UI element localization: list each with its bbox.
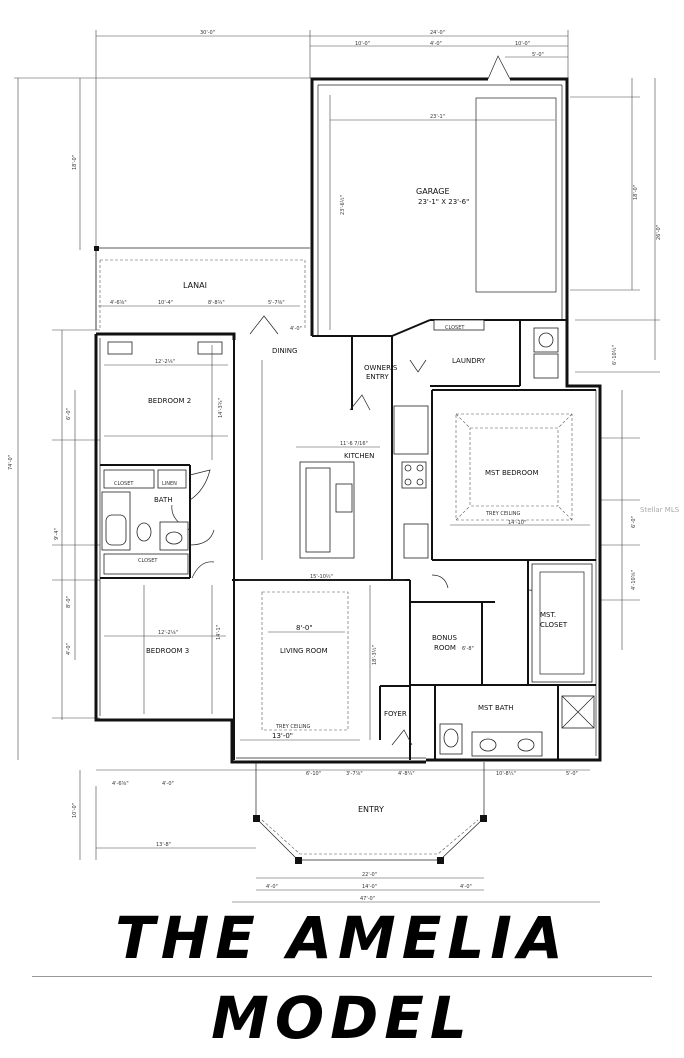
closet1-label: CLOSET: [114, 481, 134, 487]
dim-bottom-a: 4'-6⅝": [112, 781, 129, 787]
watermark: Stellar MLS: [640, 506, 680, 514]
owners-entry-label-2: ENTRY: [366, 373, 389, 381]
dim-entry-mid: 14'-0": [362, 884, 377, 890]
dining-kitchen: DINING 11'-6 7/16" KITCHEN OWNER'S ENTRY…: [261, 327, 559, 560]
dim-kitchen-w: 11'-6 7/16": [340, 441, 368, 447]
dim-bottom-c: 6'-10": [306, 771, 321, 777]
side-dimensions: 74'-0" 18'-0" 26'-0" 18'-0" 6'-10½" 4'-1…: [8, 77, 662, 760]
lanai-label: LANAI: [183, 281, 207, 290]
dim-right-a: 6'-10½": [611, 345, 618, 365]
dim-top-right: 24'-0": [430, 30, 445, 36]
mst-bedroom-label: MST BEDROOM: [485, 469, 539, 477]
house-outline: [94, 320, 602, 764]
dim-bottom-f: 10'-8¼": [496, 771, 516, 777]
dim-garage-h: 23'-6½": [339, 195, 346, 215]
dim-garage-w: 23'-1": [430, 114, 445, 120]
dim-left-a: 9'-4": [54, 528, 60, 540]
floor-plan: 30'-0" 24'-0" 10'-0" 4'-0" 10'-0" 5'-0" …: [8, 30, 680, 903]
dim-entry-l: 4'-0": [266, 884, 278, 890]
foyer-label: FOYER: [384, 710, 407, 718]
dim-top-d: 5'-0": [532, 52, 544, 58]
title-divider: [32, 976, 652, 977]
garage-label: GARAGE: [416, 187, 450, 196]
bedroom2-label: BEDROOM 2: [148, 397, 191, 405]
kitchen-label: KITCHEN: [344, 452, 374, 460]
living-room-label: LIVING ROOM: [280, 647, 328, 655]
dim-living-w: 8'-0": [296, 624, 313, 632]
dim-living-top: 15'-10½": [310, 573, 333, 580]
top-dimensions: 30'-0" 24'-0" 10'-0" 4'-0" 10'-0" 5'-0": [95, 30, 569, 330]
owners-entry-label-1: OWNER'S: [364, 364, 398, 372]
dim-bonus-w: 6'-8": [462, 646, 474, 652]
bedroom-3: 12'-2⅛" 14'-1" BEDROOM 3: [104, 585, 226, 714]
mst-closet-label-1: MST.: [540, 611, 556, 619]
dim-right-b: 4'-10⅝": [631, 570, 637, 590]
dim-side-right: 26'-0": [656, 225, 662, 240]
living-room: 15'-10½" 8'-0" LIVING ROOM TREY CEILING …: [238, 573, 407, 741]
dim-top-a: 10'-0": [355, 41, 370, 47]
bonus-label-2: ROOM: [434, 644, 456, 652]
lanai: LANAI 4'-6⅝" 10'-4" 8'-8¾" 5'-7⅜" 4'-0": [94, 246, 310, 332]
left-dimensions: 9'-4" 8'-0" 6'-0" 4'-0": [52, 329, 100, 720]
dim-bedroom3-w: 12'-2⅛": [158, 630, 178, 636]
dim-right-c: 6'-0": [631, 516, 637, 528]
dim-entry-depth: 10'-0": [72, 803, 78, 818]
mst-bath-label: MST BATH: [478, 704, 514, 712]
interior-walls: [100, 320, 596, 760]
bonus-room: BONUS ROOM 6'-8": [432, 634, 474, 652]
master-bedroom: MST BEDROOM TREY CEILING 14'-10": [450, 413, 590, 526]
dim-side-total: 74'-0": [8, 455, 14, 470]
dim-lanai-a: 4'-6⅝": [110, 300, 127, 306]
dim-bottom-d: 3'-7⅞": [346, 771, 363, 777]
dim-left-c: 6'-0": [66, 408, 72, 420]
master-closet: MST. CLOSET: [531, 563, 593, 683]
bedroom3-label: BEDROOM 3: [146, 647, 189, 655]
dim-garage-left: 18'-0": [72, 155, 78, 170]
mst-closet-label-2: CLOSET: [540, 621, 568, 629]
dim-left-b: 8'-0": [66, 596, 72, 608]
garage-closet-label: CLOSET: [445, 325, 465, 331]
dim-living-bottom: 13'-0": [272, 732, 293, 740]
front-entry: 4'-6⅝" 4'-0" 6'-10" 3'-7⅞" 4'-8¼" 10'-8¼…: [72, 762, 600, 903]
dim-living-h: 18'-3½": [371, 645, 378, 665]
master-bath: MST BATH: [439, 695, 595, 757]
dim-lanai-e: 4'-0": [290, 326, 302, 332]
model-title: THE AMELIA MODEL: [115, 904, 569, 1052]
dim-lanai-b: 10'-4": [158, 300, 173, 306]
dining-label: DINING: [272, 347, 297, 355]
bath-label: BATH: [154, 496, 173, 504]
bedroom-2: 12'-2⅛" 14'-3¾" BEDROOM 2: [104, 341, 228, 460]
dim-entry-left: 13'-8": [156, 842, 171, 848]
dim-top-c: 10'-0": [515, 41, 530, 47]
closet2-label: CLOSET: [138, 558, 158, 564]
dim-entry-outer: 47'-0": [360, 896, 375, 902]
laundry-label: LAUNDRY: [452, 357, 486, 365]
garage: 23'-1" 23'-6½" GARAGE 23'-1" X 23'-6" CL…: [310, 55, 569, 337]
dim-entry-r: 4'-0": [460, 884, 472, 890]
bonus-label-1: BONUS: [432, 634, 458, 642]
dim-top-b: 4'-0": [430, 41, 442, 47]
dim-side-right2: 18'-0": [633, 185, 639, 200]
dim-bedroom3-h: 14'-1": [216, 625, 222, 640]
dim-bottom-b: 4'-0": [162, 781, 174, 787]
dim-left-d: 4'-0": [66, 643, 72, 655]
tray-ceiling-1: TREY CEILING: [485, 511, 520, 517]
tray-ceiling-2: TREY CEILING: [275, 724, 310, 730]
dim-mst-w: 14'-10": [508, 520, 526, 526]
dim-lanai-c: 8'-8¾": [208, 300, 225, 306]
dim-bottom-e: 4'-8¼": [398, 771, 415, 777]
linen-label: LINEN: [162, 481, 177, 487]
dim-bedroom2-h: 14'-3¾": [218, 398, 224, 418]
dim-lanai-d: 5'-7⅜": [268, 300, 285, 306]
garage-size: 23'-1" X 23'-6": [418, 198, 469, 206]
entry-label: ENTRY: [358, 805, 384, 814]
dim-bedroom2-w: 12'-2⅛": [155, 359, 175, 365]
doors: [171, 315, 541, 746]
dim-top-left: 30'-0": [200, 30, 215, 36]
bath-left: CLOSET LINEN BATH CLOSET: [101, 469, 189, 575]
dim-bottom-g: 5'-0": [566, 771, 578, 777]
dim-entry-total: 22'-0": [362, 872, 377, 878]
